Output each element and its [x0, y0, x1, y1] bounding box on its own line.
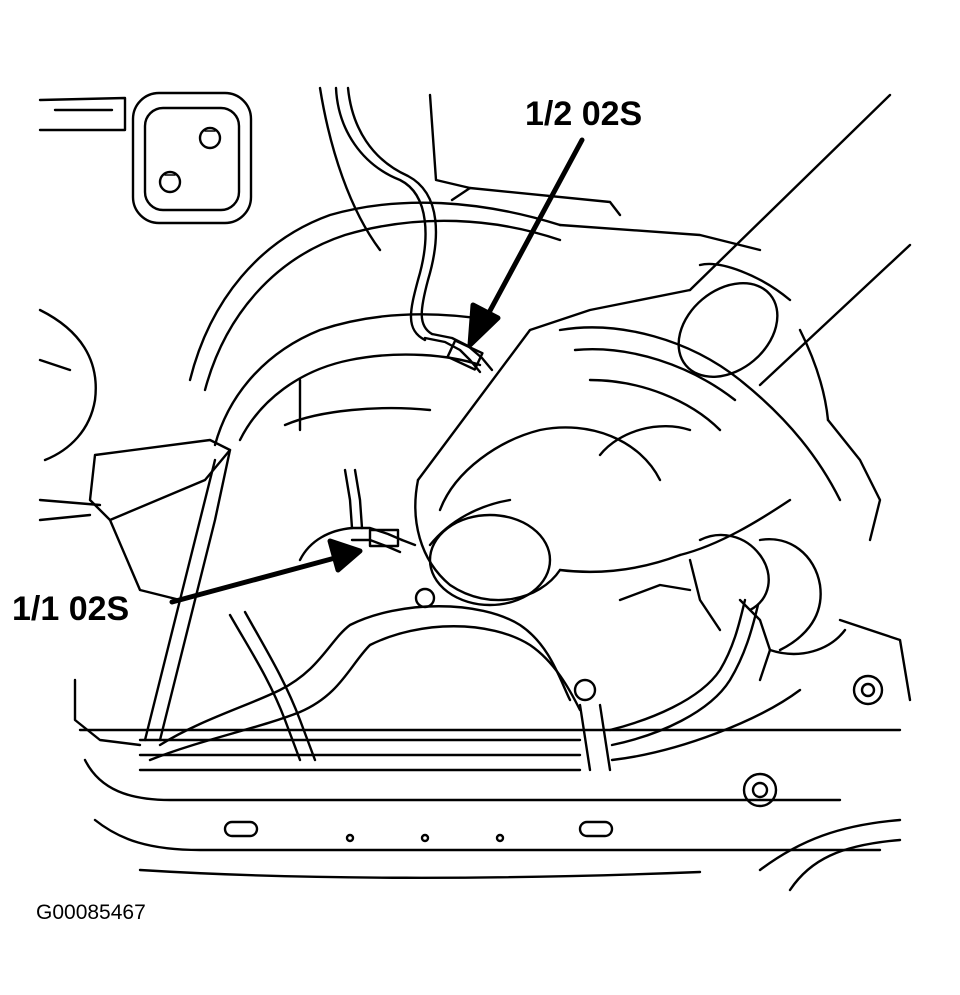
- tubing-bundle: [138, 598, 802, 772]
- upper-structure: [318, 86, 622, 252]
- downstream-sensor-label: 1/2 02S: [525, 95, 643, 133]
- upstream-sensor-label: 1/1 02S: [12, 590, 130, 628]
- mounting-plate: [131, 91, 253, 225]
- catalytic-converter: [414, 288, 842, 607]
- right-hose-assembly: [618, 533, 847, 682]
- body-arc-outlines: [188, 201, 762, 447]
- callout-arrow-upstream: [169, 538, 363, 605]
- exhaust-pipe: [677, 93, 912, 542]
- figure-id: G00085467: [36, 901, 146, 924]
- lower-chassis: [73, 587, 912, 892]
- left-frame-members: [38, 308, 232, 742]
- callout-arrow-downstream: [467, 137, 585, 348]
- upstream-sensor-assembly: [298, 468, 417, 562]
- upper-left-body-panel: [38, 96, 127, 132]
